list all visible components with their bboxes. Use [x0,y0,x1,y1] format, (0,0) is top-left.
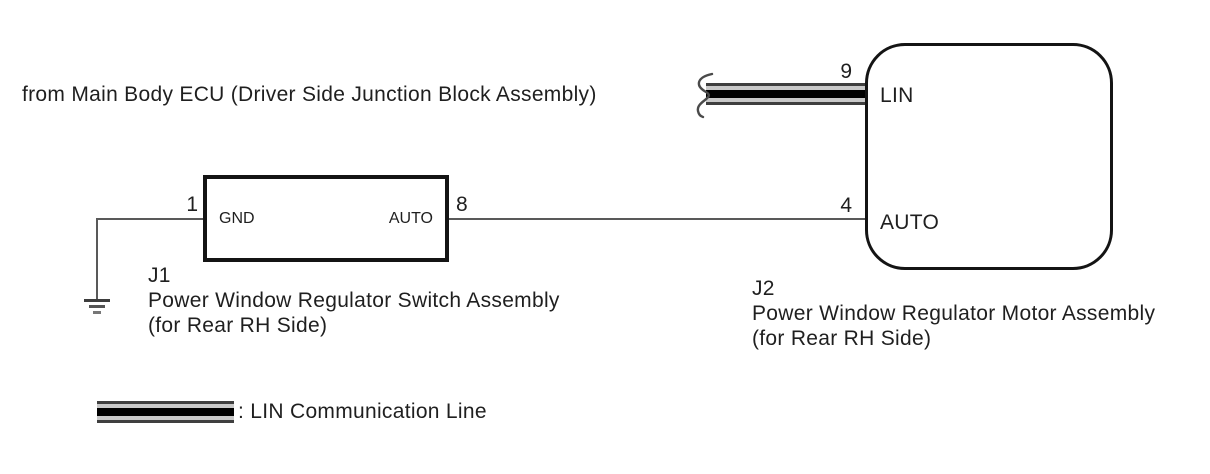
motor-variant-label: (for Rear RH Side) [752,327,932,350]
switch-assembly-caption: J1 Power Window Regulator Switch Assembl… [148,263,560,338]
legend-label: : LIN Communication Line [238,400,487,423]
lin-communication-wire [706,83,865,105]
pin-number-4: 4 [840,194,852,217]
motor-auto-terminal-label: AUTO [880,211,940,234]
motor-ref-label: J2 [752,277,775,300]
wire-ground-horizontal [97,218,203,220]
from-ecu-note: from Main Body ECU (Driver Side Junction… [22,83,597,106]
pin-number-8: 8 [456,193,468,216]
switch-name-label: Power Window Regulator Switch Assembly [148,289,560,312]
switch-auto-terminal-label: AUTO [388,209,433,227]
motor-lin-terminal-label: LIN [880,84,914,107]
legend-lin-swatch [97,401,234,423]
motor-name-label: Power Window Regulator Motor Assembly [752,302,1156,325]
switch-variant-label: (for Rear RH Side) [148,314,328,337]
switch-ref-label: J1 [148,264,171,287]
motor-assembly-caption: J2 Power Window Regulator Motor Assembly… [752,276,1155,351]
switch-gnd-terminal-label: GND [219,209,255,227]
wire-break-squiggle-icon [696,72,714,119]
motor-assembly-box: LIN AUTO [865,43,1113,270]
pin-number-1: 1 [186,193,198,216]
switch-assembly-box: GND AUTO [203,175,449,262]
pin-number-9: 9 [840,60,852,83]
wire-ground-vertical [96,218,98,300]
wire-auto-signal [449,218,865,220]
